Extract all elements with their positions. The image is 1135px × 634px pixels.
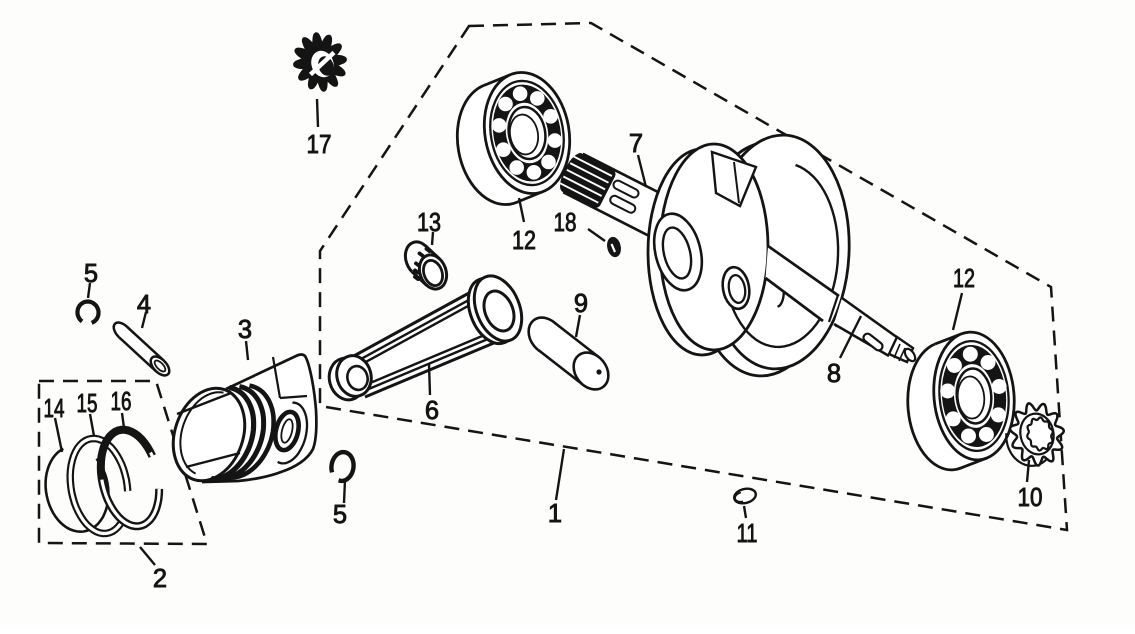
svg-text:9: 9 (574, 290, 588, 318)
svg-text:5: 5 (84, 260, 98, 288)
svg-text:2: 2 (153, 565, 167, 593)
svg-text:16: 16 (111, 388, 132, 416)
svg-text:5: 5 (333, 501, 347, 529)
svg-text:15: 15 (77, 390, 98, 418)
svg-text:7: 7 (629, 130, 643, 158)
svg-text:12: 12 (512, 227, 536, 255)
svg-text:10: 10 (1018, 484, 1043, 512)
svg-text:13: 13 (417, 209, 441, 237)
svg-text:17: 17 (307, 131, 332, 159)
svg-text:6: 6 (425, 397, 439, 425)
svg-text:3: 3 (238, 316, 252, 344)
svg-text:18: 18 (554, 209, 577, 237)
svg-text:4: 4 (137, 291, 151, 319)
svg-text:1: 1 (548, 500, 562, 528)
svg-text:12: 12 (953, 265, 975, 293)
svg-text:14: 14 (44, 395, 65, 423)
svg-text:8: 8 (827, 360, 841, 388)
svg-text:11: 11 (737, 520, 758, 548)
